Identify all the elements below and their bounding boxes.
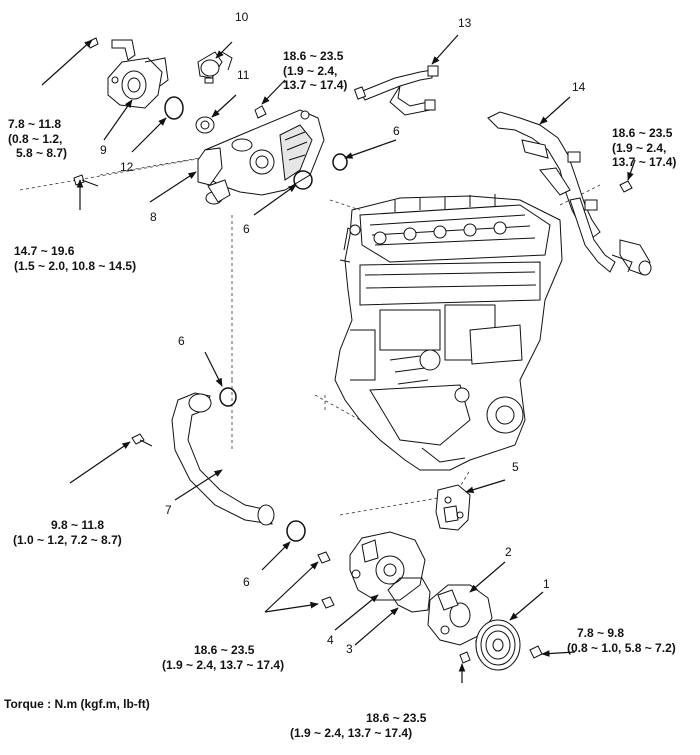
torque-spec-9: 7.8 ~ 11.8(0.8 ~ 1.2,5.8 ~ 8.7) xyxy=(8,117,68,160)
callout-12: 12 xyxy=(120,160,134,174)
torque-spec-14: 18.6 ~ 23.5(1.9 ~ 2.4,13.7 ~ 17.4) xyxy=(612,126,677,169)
exploded-diagram xyxy=(19,34,652,683)
gasket-6c xyxy=(219,387,237,407)
gasket-6b xyxy=(293,170,313,190)
callout-6-top: 6 xyxy=(393,124,400,138)
callout-9: 9 xyxy=(100,143,107,157)
pump-housing-2 xyxy=(427,584,493,646)
torque-unit-note: Torque : N.m (kgf.m, lb-ft) xyxy=(4,697,150,711)
engine-block xyxy=(334,194,563,471)
callout-8: 8 xyxy=(150,210,157,224)
callout-1: 1 xyxy=(543,577,550,591)
torque-spec-7: 9.8 ~ 11.8(1.0 ~ 1.2, 7.2 ~ 8.7) xyxy=(13,518,122,547)
gasket-12 xyxy=(164,96,184,120)
water-pump xyxy=(349,531,426,601)
leader-lines xyxy=(41,34,636,683)
callout-4: 4 xyxy=(327,633,334,647)
torque-spec-bottom: 18.6 ~ 23.5(1.9 ~ 2.4, 13.7 ~ 17.4) xyxy=(290,711,427,740)
temperature-sensor xyxy=(197,51,233,84)
gasket-6a xyxy=(332,153,348,171)
thermostat-11 xyxy=(195,116,215,134)
torque-spec-top: 18.6 ~ 23.5(1.9 ~ 2.4,13.7 ~ 17.4) xyxy=(283,49,348,92)
callout-6-pipe: 6 xyxy=(178,334,185,348)
callout-7: 7 xyxy=(165,503,172,517)
gasket-5 xyxy=(435,484,471,531)
callout-14: 14 xyxy=(572,80,586,94)
callout-11: 11 xyxy=(237,68,250,82)
torque-spec-1: 7.8 ~ 9.8(0.8 ~ 1.0, 5.8 ~ 7.2) xyxy=(567,626,676,655)
gasket-3 xyxy=(387,577,431,613)
coolant-pipe-7 xyxy=(171,392,275,526)
thermostat-housing xyxy=(197,109,325,205)
pulley-1 xyxy=(475,619,521,671)
hose-13 xyxy=(353,65,439,116)
callout-2: 2 xyxy=(505,545,512,559)
alignment-dashes xyxy=(19,147,601,516)
gasket-6d xyxy=(286,520,306,542)
torque-spec-8: 14.7 ~ 19.6(1.5 ~ 2.0, 10.8 ~ 14.5) xyxy=(14,244,137,273)
callout-13: 13 xyxy=(458,16,472,30)
callout-5: 5 xyxy=(512,460,519,474)
water-inlet-fitting xyxy=(107,39,169,109)
torque-spec-4: 18.6 ~ 23.5(1.9 ~ 2.4, 13.7 ~ 17.4) xyxy=(162,643,285,672)
hose-14 xyxy=(487,111,652,276)
bolt-4-group xyxy=(317,551,543,664)
bolt-14 xyxy=(619,180,633,193)
callout-3: 3 xyxy=(346,642,353,656)
callout-10: 10 xyxy=(235,10,249,24)
bolt-7 xyxy=(131,433,153,447)
callout-6-housing: 6 xyxy=(243,222,250,236)
callout-6-bottom: 6 xyxy=(243,575,250,589)
